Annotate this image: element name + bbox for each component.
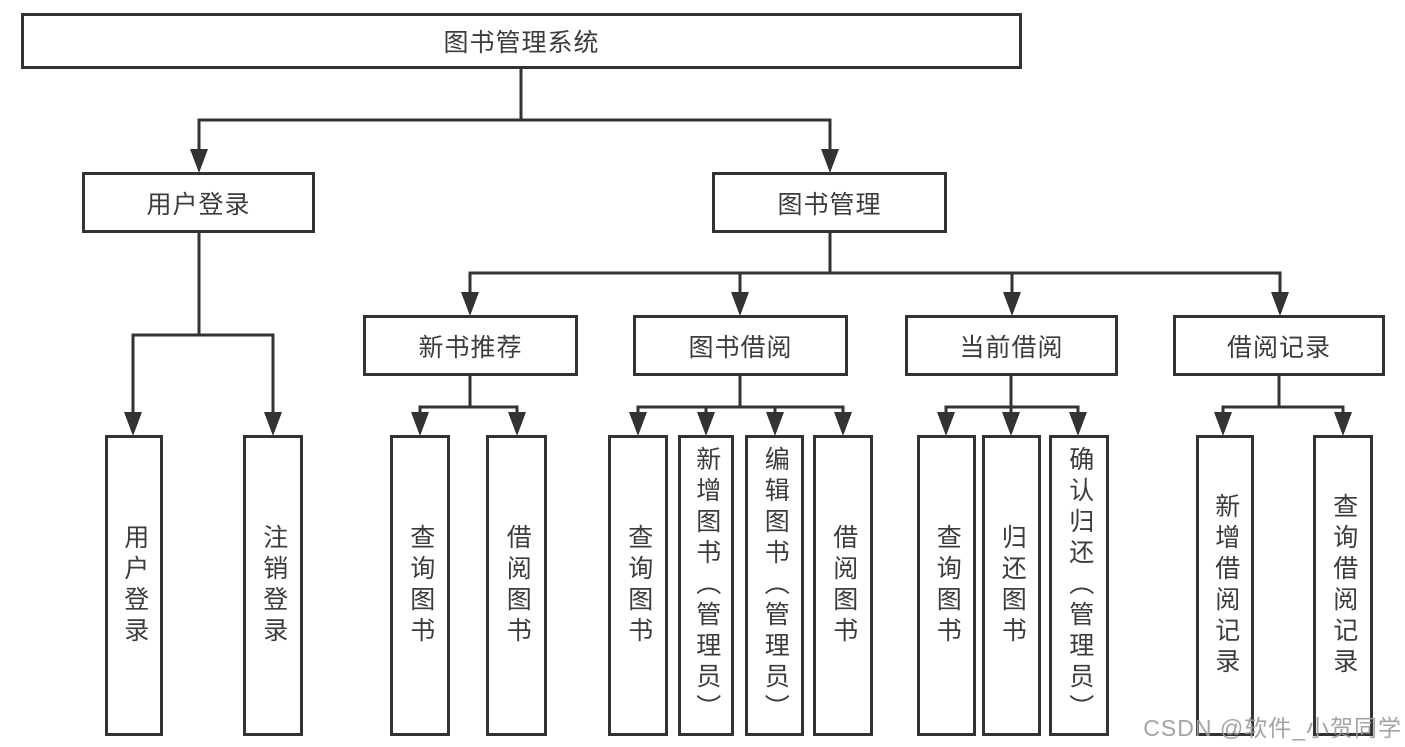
node-label: 图书管理系统 — [443, 29, 600, 57]
node-label: 借阅记录 — [1226, 333, 1331, 362]
node-library-management-system: 图书管理系统 — [21, 13, 1022, 69]
leaf-label: 新增借阅记录 — [1211, 492, 1240, 679]
connector-userlogin-to-leaves — [131, 232, 275, 416]
connector-bookborrow-to-leaves — [636, 376, 845, 416]
node-book-management: 图书管理 — [712, 172, 947, 233]
leaf-return-books: 归还图书 — [982, 435, 1041, 736]
leaf-borrow-books: 借阅图书 — [813, 435, 873, 736]
leaf-query-books-recommend: 查询图书 — [390, 435, 450, 736]
leaf-query-books-borrow: 查询图书 — [608, 435, 668, 736]
leaf-label: 用户登录 — [120, 523, 149, 648]
connector-root-to-level2 — [197, 69, 832, 153]
leaf-logout: 注销登录 — [243, 435, 303, 736]
node-borrow-records: 借阅记录 — [1173, 315, 1385, 376]
connector-newbook-to-leaves — [418, 376, 519, 416]
leaf-query-books-current: 查询图书 — [917, 435, 976, 736]
node-label: 用户登录 — [146, 190, 251, 219]
leaf-add-book-admin: 新增图书（管理员） — [678, 435, 734, 736]
node-label: 图书管理 — [777, 190, 882, 219]
csdn-watermark: CSDN @软件_小贺同学 — [1143, 715, 1402, 741]
leaf-label: 编辑图书（管理员） — [761, 446, 790, 725]
leaf-label: 查询图书 — [624, 523, 653, 648]
leaf-add-borrow-record: 新增借阅记录 — [1196, 435, 1254, 736]
leaf-confirm-return-admin: 确认归还（管理员） — [1049, 435, 1109, 736]
leaf-edit-book-admin: 编辑图书（管理员） — [745, 435, 804, 736]
node-user-login: 用户登录 — [82, 172, 315, 233]
connector-currentborrow-to-leaves — [944, 376, 1080, 416]
leaf-label: 借阅图书 — [503, 523, 532, 648]
connector-bookmgmt-to-level3 — [468, 232, 1282, 296]
connector-records-to-leaves — [1221, 376, 1345, 416]
leaf-label: 确认归还（管理员） — [1065, 446, 1094, 725]
leaf-query-borrow-record: 查询借阅记录 — [1313, 435, 1373, 736]
leaf-label: 注销登录 — [259, 523, 288, 648]
leaf-label: 借阅图书 — [829, 523, 858, 648]
node-book-borrow: 图书借阅 — [633, 315, 848, 376]
leaf-label: 查询图书 — [406, 523, 435, 648]
node-label: 图书借阅 — [688, 333, 793, 362]
leaf-user-login: 用户登录 — [105, 435, 163, 736]
leaf-label: 新增图书（管理员） — [692, 446, 721, 725]
leaf-borrow-books-recommend: 借阅图书 — [486, 435, 547, 736]
node-current-borrow: 当前借阅 — [905, 315, 1118, 376]
arrowheads — [124, 149, 1352, 436]
node-new-book-recommend: 新书推荐 — [363, 315, 578, 376]
leaf-label: 查询图书 — [933, 523, 962, 648]
leaf-label: 归还图书 — [998, 523, 1027, 648]
node-label: 新书推荐 — [418, 333, 523, 362]
node-label: 当前借阅 — [959, 333, 1064, 362]
leaf-label: 查询借阅记录 — [1329, 492, 1358, 679]
